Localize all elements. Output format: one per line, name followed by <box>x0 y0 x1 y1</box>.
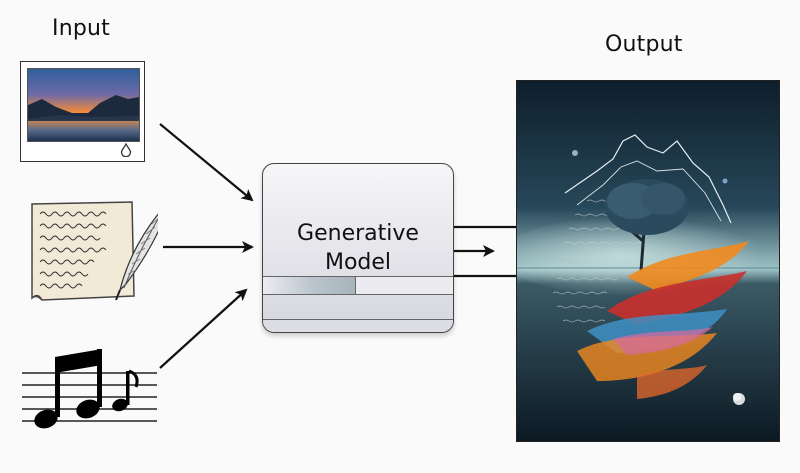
generative-model-box: Generative Model <box>262 163 454 333</box>
model-title-line1: Generative <box>297 221 419 246</box>
arrow-image-to-model <box>159 123 254 202</box>
model-progress-fill <box>263 277 356 294</box>
model-title-line2: Model <box>324 250 392 275</box>
model-title: Generative Model <box>263 219 453 277</box>
arrow-audio-to-model <box>159 288 248 369</box>
model-progress-bar <box>263 276 453 295</box>
output-label: Output <box>605 32 683 57</box>
model-base <box>263 319 453 332</box>
generated-artwork <box>516 80 780 442</box>
tree-icon <box>605 179 689 272</box>
image-input-card <box>20 61 145 162</box>
landscape-photo-icon <box>27 68 140 142</box>
quill-icon <box>115 213 158 301</box>
handwritten-letter-quill-icon <box>31 201 158 301</box>
input-label: Input <box>52 16 110 41</box>
water-drop-icon <box>120 143 132 157</box>
music-notes-icon <box>22 349 157 429</box>
